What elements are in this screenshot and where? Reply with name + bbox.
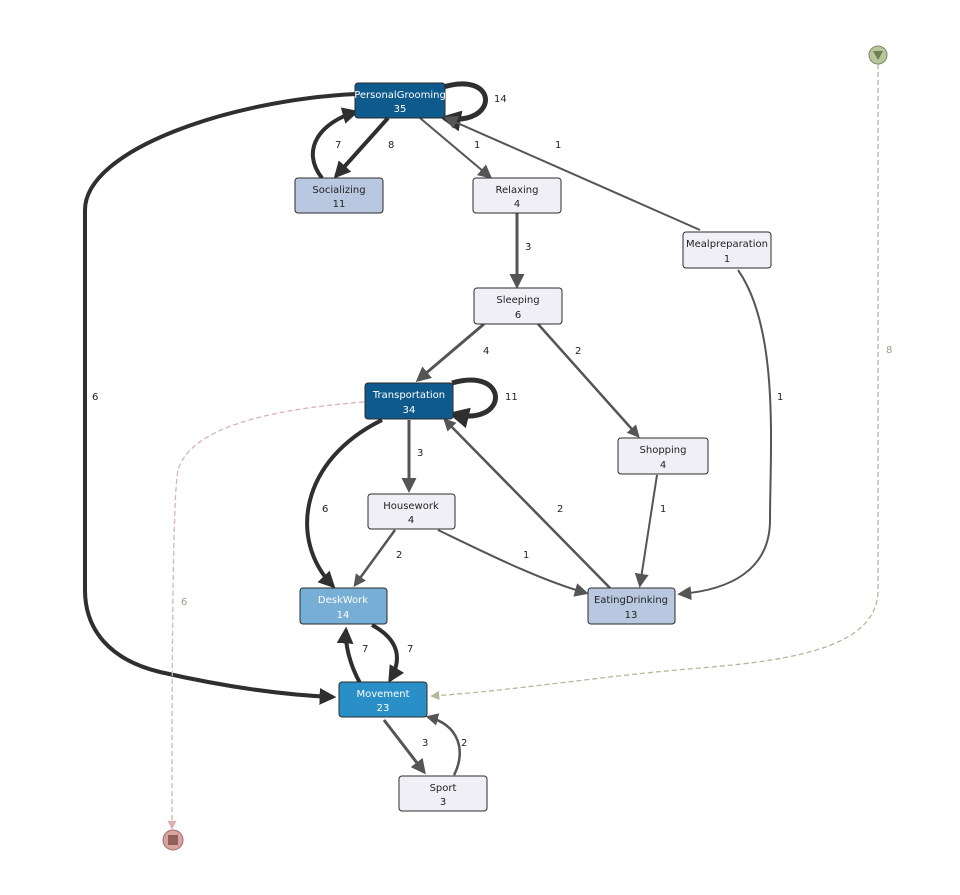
node-sport-count: 3 xyxy=(440,797,446,808)
edge-mealpreparation-to-personalgrooming[interactable] xyxy=(443,116,701,231)
edge-label-mealpreparation-to-eatingdrinking: 1 xyxy=(777,392,783,403)
edge-label-eatingdrinking-to-transportation: 2 xyxy=(557,504,563,515)
edge-label-transportation-self: 11 xyxy=(505,392,518,403)
edge-housework-to-deskwork[interactable] xyxy=(353,529,397,588)
start-triangle-icon xyxy=(873,51,883,60)
node-shopping-label: Shopping xyxy=(640,445,687,456)
node-sleeping-count: 6 xyxy=(515,310,521,321)
node-housework-label: Housework xyxy=(383,501,439,512)
nodes-layer: PersonalGrooming 35 Socializing 11 Relax… xyxy=(162,45,888,851)
node-housework-count: 4 xyxy=(408,515,414,526)
node-shopping-count: 4 xyxy=(660,460,666,471)
edge-personalgrooming-to-movement[interactable] xyxy=(83,92,357,705)
edge-transportation-self[interactable] xyxy=(447,377,498,429)
node-eatingdrinking-count: 13 xyxy=(625,610,638,621)
edge-label-shopping-to-eatingdrinking: 1 xyxy=(660,504,666,515)
node-transportation-count: 34 xyxy=(403,405,416,416)
edge-label-sport-to-movement: 2 xyxy=(461,738,467,749)
node-eatingdrinking[interactable]: EatingDrinking 13 xyxy=(587,587,676,625)
node-personalgrooming[interactable]: PersonalGrooming 35 xyxy=(354,82,446,119)
edge-sleeping-to-shopping[interactable] xyxy=(537,323,640,438)
node-personalgrooming-label: PersonalGrooming xyxy=(354,90,446,101)
node-movement-label: Movement xyxy=(357,689,410,700)
edge-housework-to-eatingdrinking[interactable] xyxy=(437,529,589,597)
edge-label-housework-to-deskwork: 2 xyxy=(396,550,402,561)
edge-label-transportation-to-housework: 3 xyxy=(417,448,423,459)
node-socializing-count: 11 xyxy=(333,199,346,210)
edge-label-housework-to-eatingdrinking: 1 xyxy=(523,550,529,561)
edge-transportation-to-deskwork[interactable] xyxy=(305,418,383,589)
node-deskwork-label: DeskWork xyxy=(318,595,368,606)
edge-socializing-to-personalgrooming[interactable] xyxy=(310,107,360,180)
node-sleeping-label: Sleeping xyxy=(496,295,539,306)
node-mealpreparation-label: Mealpreparation xyxy=(686,239,768,250)
edge-transportation-to-end[interactable] xyxy=(167,401,365,830)
node-relaxing-count: 4 xyxy=(514,199,520,210)
edge-label-transportation-to-deskwork: 6 xyxy=(322,504,328,515)
start-node[interactable] xyxy=(868,45,888,65)
node-socializing-label: Socializing xyxy=(312,185,365,196)
edge-label-movement-to-sport: 3 xyxy=(422,738,428,749)
edge-movement-to-deskwork[interactable] xyxy=(336,626,362,684)
edge-mealpreparation-to-eatingdrinking[interactable] xyxy=(677,269,773,601)
edge-label-personalgrooming-to-movement: 6 xyxy=(92,392,98,403)
edge-label-personalgrooming-self: 14 xyxy=(494,94,507,105)
edge-shopping-to-eatingdrinking[interactable] xyxy=(634,474,658,588)
end-square-icon xyxy=(168,835,178,845)
edge-sport-to-movement[interactable] xyxy=(425,713,461,776)
node-deskwork[interactable]: DeskWork 14 xyxy=(299,587,388,625)
node-mealpreparation[interactable]: Mealpreparation 1 xyxy=(682,231,772,269)
node-transportation-label: Transportation xyxy=(372,390,445,401)
node-deskwork-count: 14 xyxy=(337,610,350,621)
node-socializing[interactable]: Socializing 11 xyxy=(294,177,384,214)
edge-label-movement-to-deskwork: 7 xyxy=(362,644,368,655)
edge-eatingdrinking-to-transportation[interactable] xyxy=(443,418,611,589)
node-relaxing[interactable]: Relaxing 4 xyxy=(472,177,562,214)
node-sleeping[interactable]: Sleeping 6 xyxy=(473,287,563,325)
edge-label-relaxing-to-sleeping: 3 xyxy=(525,242,531,253)
edge-label-sleeping-to-transportation: 4 xyxy=(483,346,489,357)
node-personalgrooming-count: 35 xyxy=(394,104,407,115)
edge-label-socializing-to-personalgrooming: 7 xyxy=(335,140,341,151)
edge-personalgrooming-to-socializing[interactable] xyxy=(333,116,390,179)
node-movement[interactable]: Movement 23 xyxy=(338,681,428,718)
edge-deskwork-to-movement[interactable] xyxy=(371,623,405,683)
end-node[interactable] xyxy=(162,829,184,851)
node-movement-count: 23 xyxy=(377,703,390,714)
edge-label-transportation-to-end: 6 xyxy=(181,597,187,608)
node-transportation[interactable]: Transportation 34 xyxy=(364,382,454,420)
edge-label-personalgrooming-to-socializing: 8 xyxy=(388,140,394,151)
node-sport[interactable]: Sport 3 xyxy=(398,775,488,812)
node-eatingdrinking-label: EatingDrinking xyxy=(594,595,668,606)
edge-personalgrooming-to-relaxing[interactable] xyxy=(419,117,493,179)
edge-label-sleeping-to-shopping: 2 xyxy=(575,346,581,357)
node-sport-label: Sport xyxy=(430,783,457,794)
edge-start-to-movement[interactable] xyxy=(430,64,879,701)
edge-sleeping-to-transportation[interactable] xyxy=(415,322,485,382)
edge-label-deskwork-to-movement: 7 xyxy=(407,644,413,655)
node-relaxing-label: Relaxing xyxy=(496,185,539,196)
edge-label-start-to-movement: 8 xyxy=(886,345,892,356)
edge-personalgrooming-self[interactable] xyxy=(439,81,488,132)
edge-label-mealpreparation-to-personalgrooming: 1 xyxy=(555,140,561,151)
edge-label-personalgrooming-to-relaxing: 1 xyxy=(474,140,480,151)
edges-layer: 14 7 8 1 1 3 4 2 11 3 6 2 xyxy=(83,64,892,830)
node-housework[interactable]: Housework 4 xyxy=(367,493,456,530)
edge-movement-to-sport[interactable] xyxy=(382,719,426,775)
node-shopping[interactable]: Shopping 4 xyxy=(617,437,709,475)
node-mealpreparation-count: 1 xyxy=(724,254,730,265)
